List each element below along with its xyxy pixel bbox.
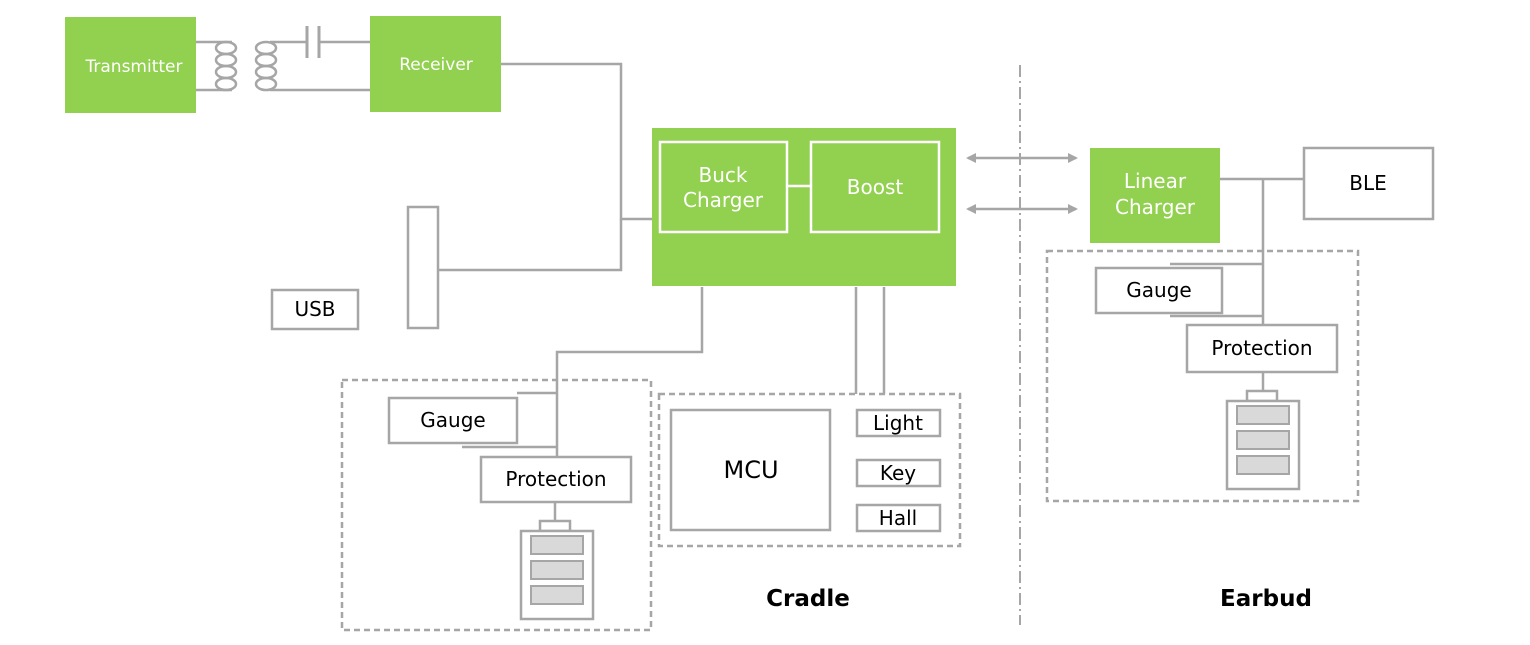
earbud-gauge-label: Gauge [1126,278,1191,302]
transmitter-label: Transmitter [85,57,183,77]
mcu-group [657,392,962,548]
capacitor-icon [305,26,321,58]
light-label: Light [873,411,923,435]
mcu-label: MCU [723,456,778,484]
transmitter-block [65,17,196,113]
buck-charger-label-line1: Buck [699,163,748,187]
usb-connector [406,205,440,330]
earbud-gauge-block [1094,266,1224,315]
wires [196,40,1304,521]
cradle-gauge-label: Gauge [420,408,485,432]
earbud-battery-group [1045,249,1360,503]
earbud-protection-block [1185,323,1339,374]
linear-charger-label-line1: Linear [1124,169,1187,193]
charger-ic-block [652,128,956,286]
boost-label: Boost [847,175,904,199]
earbud-protection-label: Protection [1211,336,1312,360]
receiver-block [370,16,501,112]
cradle-battery-group [340,378,653,632]
key-label: Key [880,461,916,485]
ble-label: BLE [1349,171,1387,195]
cradle-section-title: Cradle [766,586,850,612]
key-block [855,458,942,488]
linear-charger-label-line2: Charger [1115,195,1196,219]
hall-label: Hall [879,506,917,530]
ble-block [1302,146,1435,221]
buck-charger-label-line2: Charger [683,188,764,212]
cradle-protection-label: Protection [505,467,606,491]
usb-block [270,288,360,331]
mcu-block [669,408,832,532]
linear-charger-block [1090,148,1220,243]
cradle-protection-block [479,455,633,504]
cradle-gauge-block [387,396,519,445]
hall-block [855,503,942,533]
receiver-label: Receiver [399,55,473,75]
light-block [855,408,942,438]
cradle-battery-icon [519,519,595,621]
earbud-section-title: Earbud [1220,586,1312,612]
receiver-coil-icon [254,40,278,92]
earbud-battery-icon [1225,389,1301,491]
transmitter-coil-icon [214,40,238,92]
boost-block [809,140,941,234]
usb-label: USB [294,297,335,321]
